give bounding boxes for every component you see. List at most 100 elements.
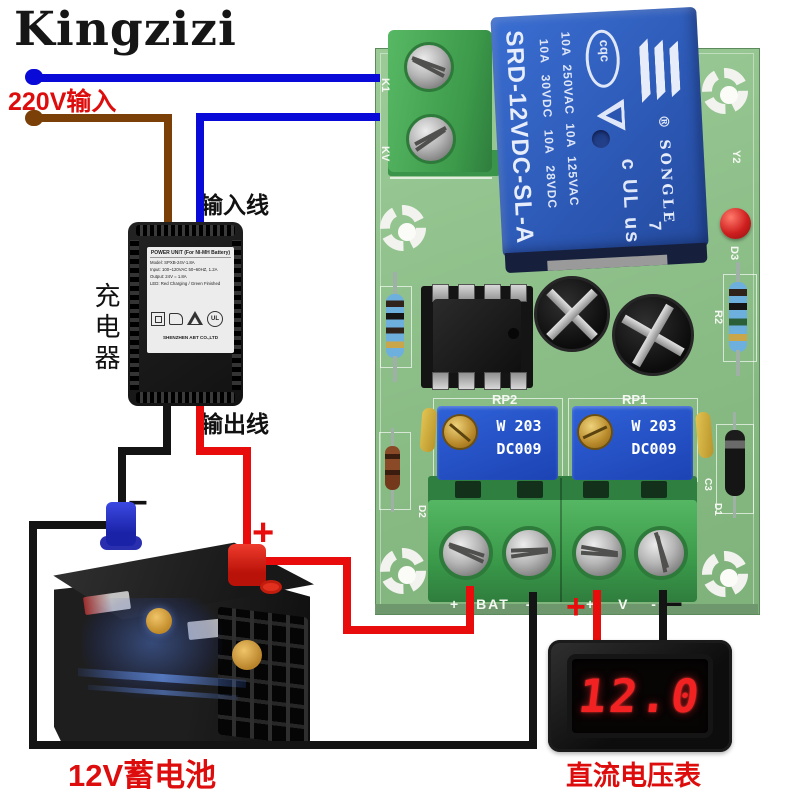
charger-label-title: POWER UNIT (For NI-MH Battery) [150,250,231,258]
battery-plus-mark: + [252,512,275,554]
wire-brown-horizontal [33,114,172,122]
silk-line-under-terminal [390,177,492,179]
silk-y2: Y2 [730,150,742,164]
trimmer-line2: DC009 [496,439,542,458]
ul-cert-icon: UL [207,311,223,327]
yellow-capacitor [419,407,438,453]
input-line-label: 输入线 [200,192,269,218]
silk-rp1: RP1 [622,392,648,407]
ic-notch [508,328,519,339]
wire-charger-red-v2 [243,447,251,555]
mounting-hole [380,205,426,251]
ac-terminal-screw [406,114,456,164]
silk-d1: D1 [712,503,723,516]
silk-c3: C3 [702,478,713,491]
meter-minus-mark: − [664,586,683,622]
house-cert-icon [169,313,183,325]
charger-left-ribs [130,240,139,390]
silk-box-d2 [379,432,411,510]
terminal-divider [560,478,562,602]
wire-bat-plus-h1 [250,557,351,565]
trimmer-line2: DC009 [631,439,677,458]
songle-stripe [669,41,681,98]
charger-top-ribs [136,225,235,236]
brand-logo: Kingzizi [14,2,237,57]
silk-v-terminal: + V - [586,596,658,612]
triangle-cert-icon-inner [191,317,199,324]
bat-minus-screw [502,526,556,580]
wire-bat-minus-to-pcb [529,592,537,749]
pcb-bottom-edge [375,604,758,614]
battery-gold-logo [146,608,172,634]
trimmer-text: W 203 DC009 [484,415,554,460]
capacitor-c2-large [612,294,694,376]
trimmer-line1: W 203 [496,417,542,435]
diode-lead [391,428,394,448]
voltmeter-display: 12.0 [572,659,708,733]
trimmer-line1: W 203 [631,417,677,435]
ic-pin [458,372,475,390]
trimmer-rp2: W 203 DC009 [437,406,558,480]
battery-positive-terminal [228,544,266,586]
ic-pin [484,372,501,390]
battery-vent-grid [218,606,308,746]
songle-stripes-logo [637,37,688,105]
wire-bat-plus-v2 [466,586,474,634]
silk-kv: KV [379,146,391,162]
diode-lead [733,412,736,432]
terminal-slot [641,481,667,498]
terminal-slot [583,481,609,498]
silk-d2: D2 [416,505,427,518]
mounting-hole [702,551,748,597]
ac-terminal-screw [404,42,454,92]
resistor-lead [393,356,397,382]
diode-d2 [385,446,400,490]
mounting-hole [702,68,748,114]
capacitor-c1 [534,276,610,352]
charger-label-row: Input: 100~120VAC 50~60HZ, 1.2A [150,267,218,272]
ul-logo-text: c UL us [616,157,644,245]
silk-box-r2 [723,274,757,362]
charger-label-cn: 充电器 [91,282,121,375]
charger-label-row: Output: 24V = 1.8A [150,274,187,279]
trimmer-text: W 203 DC009 [619,415,689,460]
v-minus-screw [634,526,688,580]
battery-negative-terminal [106,502,136,546]
wire-charger-black-v2 [118,447,126,519]
resistor-lead [736,262,740,286]
relay: SRD-12VDC-SL-A 10A 30VDC 10A 28VDC 10A 2… [490,6,709,275]
wire-bat-plus-h2 [343,626,474,634]
songle-stripe [639,38,651,103]
wire-meter-red [593,590,601,648]
charger-right-ribs [232,240,241,390]
charger-label-row: Model: SPXB-24V-1.8A [150,260,195,265]
wire-charger-black-v1 [163,402,171,455]
resistor-r1 [386,294,404,358]
silk-d3: D3 [728,246,740,261]
silk-r2: R2 [712,310,724,325]
cert-icons-row: UL [151,309,229,331]
battery-gold-logo2 [232,640,262,670]
trimmer-screw [577,414,613,450]
charger: POWER UNIT (For NI-MH Battery) Model: SP… [128,222,243,406]
resistor-lead [393,272,397,298]
battery-label: 12V蓄电池 [68,758,217,793]
voltmeter-value: 12.0 [575,669,705,723]
resistor-lead [736,350,740,376]
battery-positive-washer [260,580,282,594]
bat-plus-screw [439,526,493,580]
silk-bat-terminal: + BAT - [450,596,533,612]
led-d3 [720,208,751,239]
voltmeter-label: 直流电压表 [566,761,701,791]
charger-label-company: SHENZHEN ABT CO.,LTD [162,335,219,340]
square-cert-icon-inner [155,316,162,323]
voltmeter: 12.0 [548,640,732,752]
charger-label-row: LED: Red Charging / Green Finished [150,281,221,286]
wire-ac-blue-horizontal [32,74,380,82]
ic-pin [432,372,449,390]
wire-charger-red-h [196,447,251,455]
wire-battery-neg-v1 [29,521,37,745]
wire-brown-vertical [164,114,172,226]
cqc-logo-text: cqc [596,39,613,63]
